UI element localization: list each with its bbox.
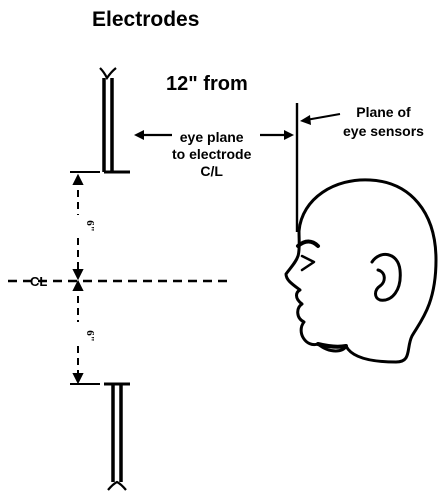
centerline-label: CL: [30, 274, 48, 289]
eye-plane-label-line: eye plane: [179, 129, 244, 145]
lower-spacing-label: 6": [83, 330, 96, 342]
lower-electrode: [104, 382, 130, 491]
eye-plane-label-line: to electrode: [172, 146, 252, 162]
sensor-plane-label-line: eye sensors: [343, 123, 424, 139]
distance-arrow: [134, 130, 294, 140]
sensor-plane-label: Plane of eye sensors: [343, 103, 424, 141]
distance-label: 12" from: [166, 73, 248, 95]
eye-plane-label-line: C/L: [200, 163, 223, 179]
eye-plane-label: eye plane to electrode C/L: [172, 129, 251, 180]
spacing-dimension: [70, 171, 100, 385]
sensor-plane-arrow: [300, 113, 341, 125]
sensor-plane-label-line: Plane of: [356, 104, 411, 120]
title: Electrodes: [92, 8, 200, 31]
upper-electrode: [99, 67, 130, 174]
upper-spacing-label: 6": [83, 220, 96, 232]
head-profile: [284, 178, 438, 364]
